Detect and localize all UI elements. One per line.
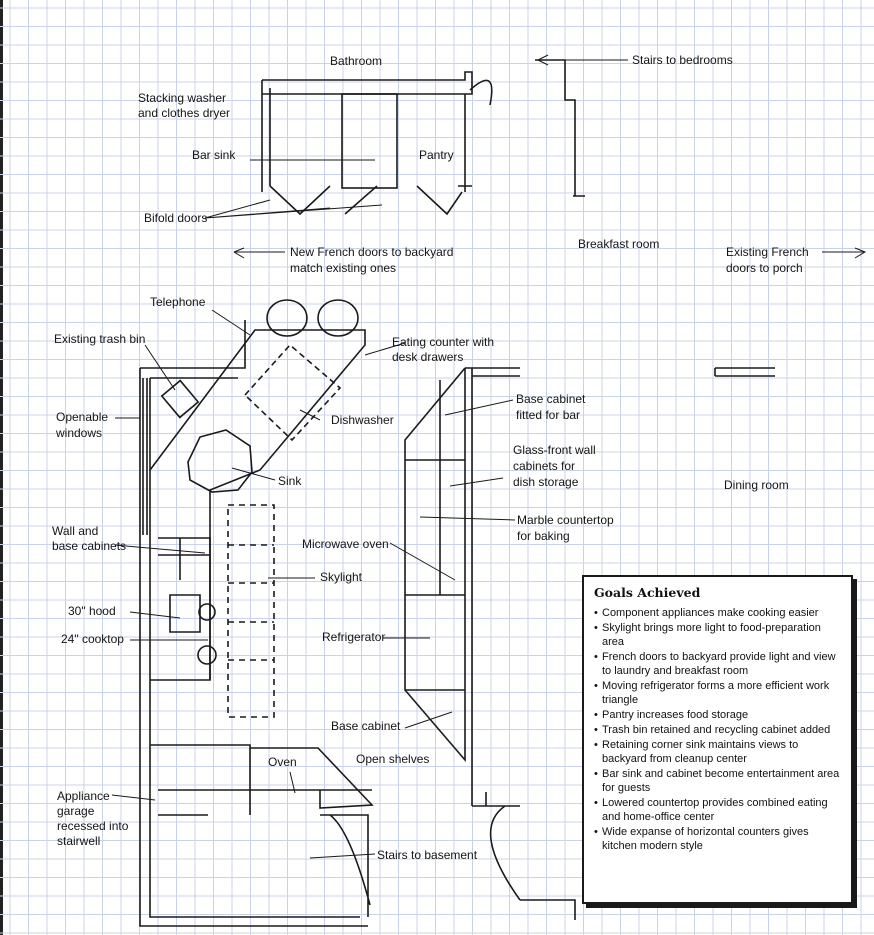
stool (266, 299, 308, 337)
label-pantry: Pantry (419, 148, 454, 162)
stool (317, 299, 359, 337)
window (142, 378, 148, 535)
sink (187, 429, 253, 493)
hood (169, 594, 201, 633)
label-existing-french-2: doors to porch (726, 261, 803, 275)
marble-counter (405, 380, 465, 595)
label-open-shelves: Open shelves (356, 752, 430, 766)
label-hood: 30" hood (68, 604, 116, 618)
label-openable-2: windows (56, 426, 103, 440)
label-bifold-doors: Bifold doors (144, 211, 208, 225)
goal-item: Lowered countertop provides combined eat… (594, 796, 843, 824)
french-doors-lower (489, 805, 576, 920)
page-edge (0, 0, 3, 935)
goal-item: Moving refrigerator forms a more efficie… (594, 679, 843, 707)
label-refrigerator: Refrigerator (322, 630, 386, 644)
label-appliance-2: garage (57, 804, 95, 818)
wall-cabinets (158, 537, 211, 680)
label-appliance-3: recessed into (57, 819, 129, 833)
appliance-garage (150, 744, 372, 816)
label-appliance-4: stairwell (57, 834, 101, 848)
label-base-cabinet: Base cabinet (331, 719, 401, 733)
label-sink: Sink (278, 474, 302, 488)
skylight-dividers (228, 544, 274, 661)
label-cooktop: 24" cooktop (61, 632, 124, 646)
label-glass-front-2: cabinets for (513, 459, 576, 473)
label-skylight: Skylight (320, 570, 363, 584)
label-appliance: Appliance (57, 789, 110, 803)
label-dining-room: Dining room (724, 478, 789, 492)
goal-item: French doors to backyard provide light a… (594, 650, 843, 678)
laundry-right-wall (458, 94, 472, 192)
label-french-doors-2: match existing ones (290, 261, 397, 275)
label-stairs-basement: Stairs to basement (377, 848, 478, 862)
bifold-doors (269, 185, 463, 216)
walls (139, 59, 775, 927)
pantry-divider (341, 93, 398, 189)
label-marble: Marble countertop (517, 513, 614, 527)
label-telephone: Telephone (150, 295, 206, 309)
label-base-cabinet-bar-2: fitted for bar (516, 408, 581, 422)
label-wall-base-2: base cabinets (52, 539, 127, 553)
laundry-wall (261, 71, 473, 192)
label-washer-dryer-2: and clothes dryer (138, 106, 231, 120)
goals-title: Goals Achieved (594, 585, 701, 600)
stairs-basement (320, 814, 371, 917)
goal-item: Bar sink and cabinet become entertainmen… (594, 767, 843, 795)
label-breakfast-room: Breakfast room (578, 237, 660, 251)
label-french-doors: New French doors to backyard (290, 245, 454, 259)
label-bar-sink: Bar sink (192, 148, 236, 162)
porch-door (714, 367, 775, 377)
label-openable: Openable (56, 410, 109, 424)
refrigerator (405, 594, 465, 691)
label-microwave: Microwave oven (302, 537, 389, 551)
kitchen-west-wall (139, 368, 368, 927)
label-trash-bin: Existing trash bin (54, 332, 146, 346)
oven (250, 747, 374, 809)
label-washer-dryer: Stacking washer (138, 91, 227, 105)
label-marble-2: for baking (517, 529, 570, 543)
label-bathroom: Bathroom (330, 54, 383, 68)
goals-box: Goals Achieved Component appliances make… (582, 575, 853, 904)
dishwasher (243, 343, 342, 442)
burner (198, 603, 216, 621)
label-stairs-bedrooms: Stairs to bedrooms (632, 53, 733, 67)
dining-wall (472, 792, 520, 807)
label-base-cabinet-bar: Base cabinet (516, 392, 586, 406)
label-glass-front-3: dish storage (513, 475, 579, 489)
goals-list: Component appliances make cooking easier… (594, 606, 843, 853)
goal-item: Skylight brings more light to food-prepa… (594, 621, 843, 649)
label-eating-counter-2: desk drawers (392, 350, 464, 364)
burner (197, 645, 217, 665)
kitchen-north-wall (140, 320, 246, 379)
goal-item: Trash bin retained and recycling cabinet… (594, 723, 843, 737)
trash-bin (160, 379, 200, 419)
goal-item: Retaining corner sink maintains views to… (594, 738, 843, 766)
label-eating-counter: Eating counter with (392, 335, 495, 349)
skylight (227, 504, 275, 718)
goal-item: Pantry increases food storage (594, 708, 843, 722)
leaders (111, 54, 867, 859)
label-existing-french: Existing French (726, 245, 809, 259)
label-glass-front: Glass-front wall (513, 443, 596, 457)
label-dishwasher: Dishwasher (331, 413, 394, 427)
goal-item: Wide expanse of horizontal counters give… (594, 825, 843, 853)
label-oven: Oven (268, 755, 297, 769)
label-wall-base: Wall and (52, 524, 99, 538)
goal-item: Component appliances make cooking easier (594, 606, 843, 620)
